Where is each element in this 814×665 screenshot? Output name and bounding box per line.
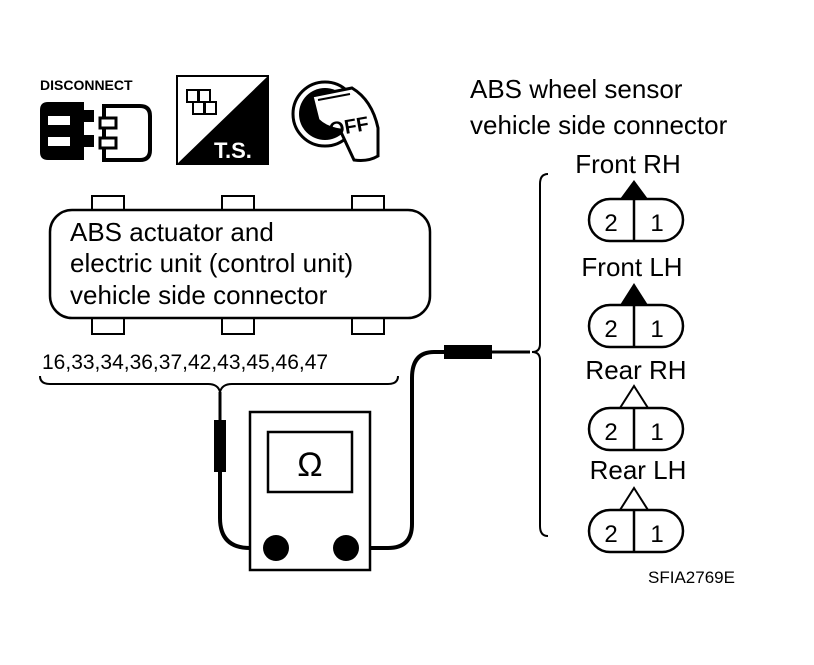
sensor-title-line1: ABS wheel sensor	[470, 74, 683, 104]
connector-body	[587, 197, 685, 243]
ohmmeter: Ω	[248, 410, 372, 572]
figure-id: SFIA2769E	[648, 568, 735, 587]
connector-marker	[618, 486, 650, 511]
connector-body	[587, 303, 685, 349]
pin-label: 1	[650, 210, 663, 237]
sensor-label-rear-lh: Rear LH	[590, 455, 687, 485]
actuator-connector: ABS actuator and electric unit (control …	[48, 195, 432, 335]
sensor-label-rear-rh: Rear RH	[585, 355, 686, 385]
ohmmeter-terminal-left	[263, 535, 289, 561]
ohm-symbol: Ω	[297, 446, 322, 484]
pin-label: 2	[604, 210, 617, 237]
pin-label: 1	[650, 316, 663, 343]
sensor-connector-rear-lh: Rear LH 2 1	[587, 455, 687, 554]
connector-body	[587, 406, 685, 452]
ohmmeter-terminal-right	[333, 535, 359, 561]
terminal-brace	[39, 375, 399, 393]
pin-label: 1	[650, 419, 663, 446]
actuator-label-line2: electric unit (control unit)	[70, 248, 353, 278]
pin-label: 2	[604, 316, 617, 343]
connector-marker	[618, 384, 650, 409]
ignition-key-off-icon: OFF	[291, 80, 380, 162]
pin-label: 2	[604, 521, 617, 548]
connector-marker	[620, 283, 648, 305]
tester-icon: T.S.	[176, 75, 269, 165]
connector-body	[587, 508, 685, 554]
actuator-label-line1: ABS actuator and	[70, 217, 274, 247]
right-probe	[346, 345, 530, 550]
sensor-connector-front-lh: Front LH 2 1	[581, 252, 685, 349]
actuator-terminals: 16,33,34,36,37,42,43,45,46,47	[42, 351, 328, 374]
sensor-bracket	[531, 173, 549, 537]
sensor-connector-rear-rh: Rear RH 2 1	[585, 355, 687, 452]
sensor-label-front-rh: Front RH	[575, 149, 680, 179]
sensor-connector-front-rh: Front RH 2 1	[575, 149, 685, 243]
pin-label: 1	[650, 521, 663, 548]
ts-label: T.S.	[214, 138, 252, 163]
actuator-connector-body	[48, 208, 432, 320]
sensor-label-front-lh: Front LH	[581, 252, 682, 282]
actuator-label-line3: vehicle side connector	[70, 280, 328, 310]
disconnect-label: DISCONNECT	[40, 77, 133, 93]
ohmmeter-display	[266, 430, 354, 494]
pin-label: 2	[604, 419, 617, 446]
sensor-title-line2: vehicle side connector	[470, 110, 728, 140]
connector-marker	[620, 180, 648, 199]
disconnect-icon: DISCONNECT	[40, 77, 152, 162]
